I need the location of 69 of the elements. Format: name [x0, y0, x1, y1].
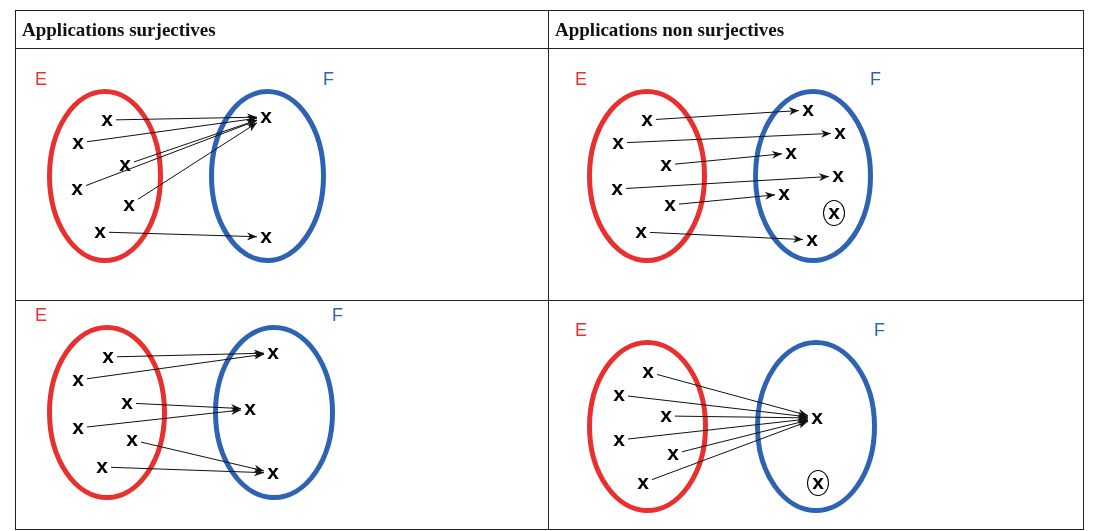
set-element: x — [665, 443, 681, 465]
circled-element: x — [807, 470, 829, 496]
arrow — [85, 119, 258, 187]
set-element: x — [99, 109, 115, 131]
arrow — [115, 113, 258, 122]
arrow — [86, 351, 265, 380]
arrow — [627, 395, 809, 420]
set-element: x — [70, 132, 86, 154]
set-element: x — [809, 407, 825, 429]
set-element: x — [640, 361, 656, 383]
circled-element: x — [823, 200, 845, 226]
set-element: x — [635, 472, 651, 494]
set-element: x — [609, 178, 625, 200]
arrow — [627, 416, 809, 440]
arrow — [86, 115, 258, 143]
set-element: x — [92, 221, 108, 243]
arrow — [674, 150, 783, 165]
column-header: Applications surjectives — [22, 18, 216, 41]
set-element: x — [70, 369, 86, 391]
set-element: x — [633, 221, 649, 243]
arrow — [651, 420, 809, 481]
set-element: x — [639, 109, 655, 131]
arrow — [140, 441, 265, 473]
set-label: E — [35, 69, 47, 90]
set-label: F — [874, 320, 885, 341]
set-element: x — [94, 456, 110, 478]
arrow — [678, 191, 776, 205]
arrow — [108, 231, 258, 241]
arrow — [625, 173, 830, 189]
arrow — [656, 373, 809, 417]
arrow — [655, 107, 800, 120]
arrow — [681, 418, 809, 453]
set-element: x — [611, 384, 627, 406]
arrow — [649, 231, 804, 244]
arrow — [110, 466, 265, 477]
set-element: x — [610, 132, 626, 154]
set-label: E — [575, 320, 587, 341]
set-element: x — [776, 183, 792, 205]
set-element: x — [70, 417, 86, 439]
set-element: x — [832, 122, 848, 144]
arrow — [86, 407, 242, 428]
set-element: x — [258, 106, 274, 128]
set-element: x — [117, 154, 133, 176]
set-label: E — [575, 69, 587, 90]
set-element: x — [119, 392, 135, 414]
set-element: x — [265, 342, 281, 364]
arrow — [626, 129, 832, 144]
set-element: x — [662, 194, 678, 216]
set-element: x — [658, 154, 674, 176]
set-element: x — [121, 194, 137, 216]
set-element: x — [69, 178, 85, 200]
column-header: Applications non surjectives — [555, 18, 785, 41]
set-element: x — [830, 165, 846, 187]
set-element: x — [658, 405, 674, 427]
arrow — [137, 122, 258, 200]
set-label: F — [332, 305, 343, 326]
set-label: F — [870, 69, 881, 90]
set-element: x — [783, 142, 799, 164]
arrow — [116, 349, 265, 358]
set-element: x — [242, 398, 258, 420]
set-element: x — [800, 99, 816, 121]
set-element: x — [100, 346, 116, 368]
set-element: x — [804, 229, 820, 251]
set-label: E — [35, 305, 47, 326]
set-label: F — [323, 69, 334, 90]
set-element: x — [258, 226, 274, 248]
set-element: x — [611, 429, 627, 451]
set-element: x — [265, 462, 281, 484]
set-element: x — [124, 429, 140, 451]
